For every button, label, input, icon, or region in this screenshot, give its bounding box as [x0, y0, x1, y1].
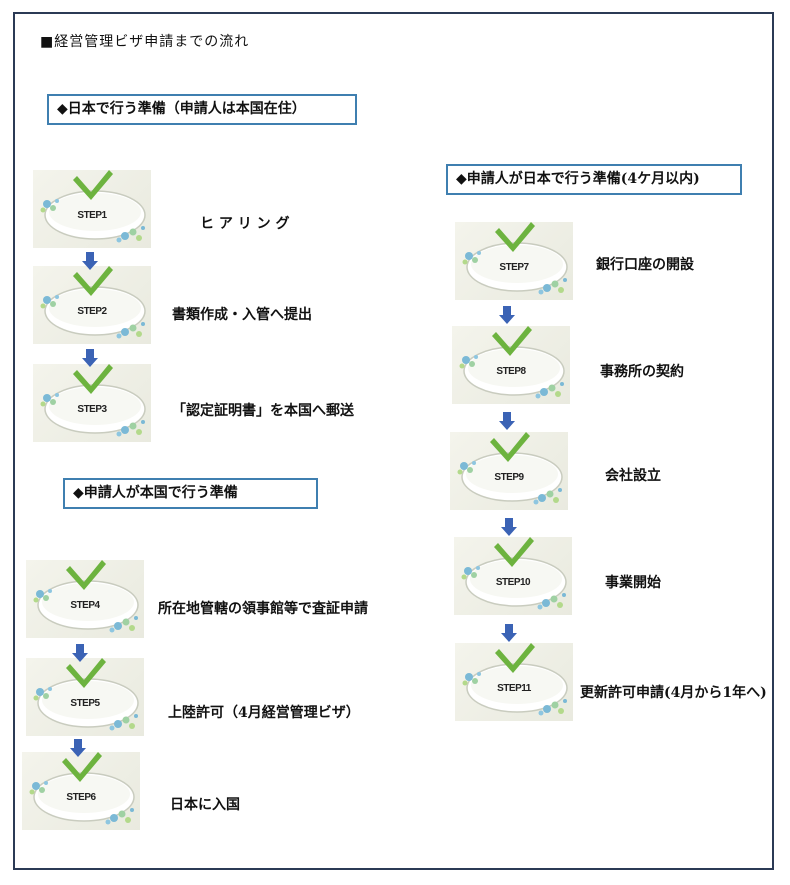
step-desc: ヒ ア リ ン グ	[200, 216, 290, 232]
down-arrow-icon	[72, 644, 88, 662]
step-desc: 銀行口座の開設	[596, 257, 694, 273]
step-4: STEP4	[26, 560, 144, 638]
step-badge-icon	[462, 643, 568, 716]
step-label: STEP3	[77, 404, 107, 415]
step-11: STEP11	[455, 643, 573, 721]
step-desc: 日本に入国	[170, 797, 240, 813]
section-japan-prep: ◆日本で行う準備（申請人は本国在住）	[47, 94, 357, 125]
step-desc: 所在地管轄の領事館等で査証申請	[158, 601, 368, 617]
step-badge-icon	[29, 752, 135, 825]
step-desc: 更新許可申請(4月から1年へ)	[580, 685, 767, 701]
step-badge-icon	[40, 266, 146, 339]
page-title: ■経営管理ビザ申請までの流れ	[40, 34, 250, 50]
step-desc: 会社設立	[605, 468, 661, 484]
step-badge-icon	[462, 222, 568, 295]
step-label: STEP10	[495, 577, 531, 588]
step-10: STEP10	[454, 537, 572, 615]
step-label: STEP6	[66, 792, 96, 803]
step-label: STEP1	[77, 210, 107, 221]
step-desc: 書類作成・入管へ提出	[172, 307, 312, 323]
section-applicant-japan-prep: ◆申請人が日本で行う準備(4ケ月以内)	[446, 164, 742, 195]
step-9: STEP9	[450, 432, 568, 510]
step-label: STEP8	[496, 366, 526, 377]
down-arrow-icon	[499, 306, 515, 324]
step-badge-icon	[40, 170, 146, 243]
step-badge-icon	[461, 537, 567, 610]
step-label: STEP9	[494, 472, 524, 483]
down-arrow-icon	[82, 252, 98, 270]
outer-frame	[13, 12, 774, 870]
down-arrow-icon	[501, 518, 517, 536]
step-label: STEP2	[77, 306, 107, 317]
step-1: STEP1	[33, 170, 151, 248]
down-arrow-icon	[70, 739, 86, 757]
step-6: STEP6	[22, 752, 140, 830]
step-2: STEP2	[33, 266, 151, 344]
step-desc: 事業開始	[605, 575, 661, 591]
step-label: STEP5	[70, 698, 100, 709]
step-label: STEP7	[499, 262, 529, 273]
step-desc: 上陸許可（4月経営管理ビザ）	[168, 705, 360, 721]
step-3: STEP3	[33, 364, 151, 442]
step-badge-icon	[457, 432, 563, 505]
step-7: STEP7	[455, 222, 573, 300]
down-arrow-icon	[501, 624, 517, 642]
step-badge-icon	[33, 560, 139, 633]
step-8: STEP8	[452, 326, 570, 404]
step-badge-icon	[40, 364, 146, 437]
step-5: STEP5	[26, 658, 144, 736]
section-home-prep: ◆申請人が本国で行う準備	[63, 478, 318, 509]
step-label: STEP11	[497, 683, 531, 694]
down-arrow-icon	[82, 349, 98, 367]
step-badge-icon	[33, 658, 139, 731]
step-desc: 「認定証明書」を本国へ郵送	[172, 403, 354, 419]
step-desc: 事務所の契約	[600, 364, 684, 380]
step-label: STEP4	[70, 600, 100, 611]
step-badge-icon	[459, 326, 565, 399]
down-arrow-icon	[499, 412, 515, 430]
